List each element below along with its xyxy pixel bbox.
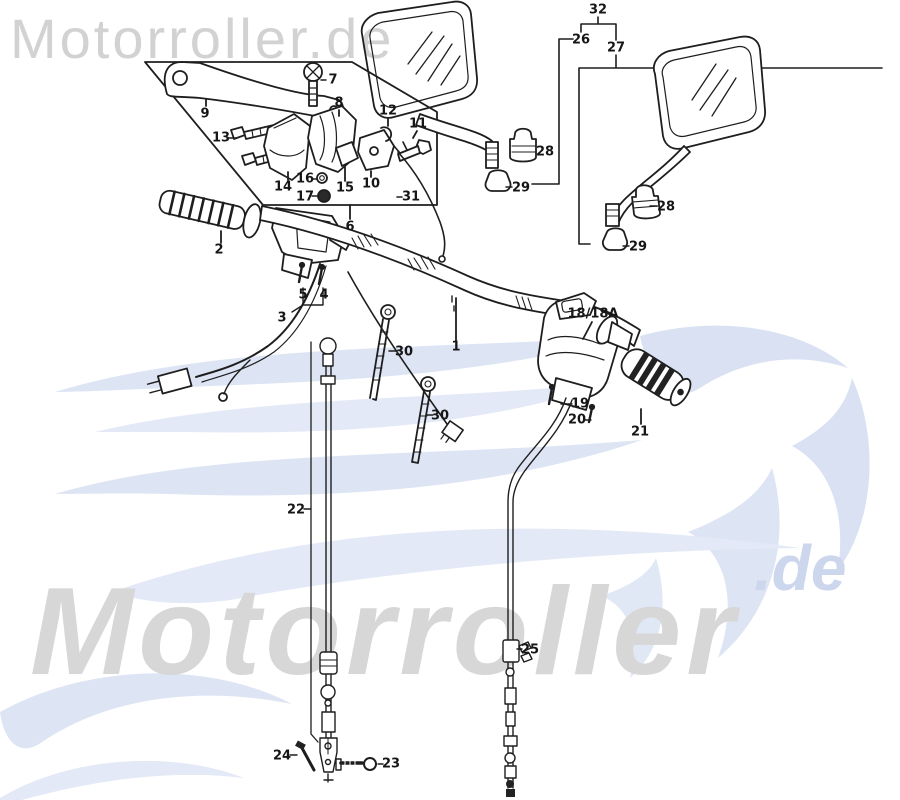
brake-lever — [163, 61, 345, 121]
callout-5-21: 5 — [298, 287, 308, 303]
parts-panel — [144, 61, 438, 220]
mirror-left — [360, 0, 537, 192]
callout-8-4: 8 — [334, 95, 344, 111]
callout-17-15: 17 — [295, 189, 315, 205]
watermark-main: Motorroller — [30, 563, 740, 701]
callout-30-26: 30 — [394, 344, 414, 360]
callout-19-27: 19 — [570, 396, 590, 412]
brake-cable — [289, 337, 384, 783]
callout-3-23: 3 — [277, 310, 287, 326]
callout-1-25: 1 — [451, 339, 461, 355]
callout-14-12: 14 — [273, 179, 293, 195]
callout-9-6: 9 — [200, 106, 210, 122]
callout-27-2: 27 — [606, 40, 626, 56]
callout-10-14: 10 — [361, 176, 381, 192]
callout-26-1: 26 — [571, 32, 591, 48]
callout-21-30: 21 — [630, 424, 650, 440]
watermark-suffix: .de — [754, 532, 846, 604]
throttle-cable — [502, 397, 573, 797]
callout-7-3: 7 — [328, 72, 338, 88]
callout-12-5: 12 — [378, 103, 398, 119]
callout-18-18A-24: 18/18A — [567, 306, 619, 322]
lever-bracket-parts — [263, 105, 432, 203]
callout-2-20: 2 — [214, 242, 224, 258]
grip-right — [595, 315, 692, 425]
callout-28-17: 28 — [656, 199, 676, 215]
callout-32-0: 32 — [588, 2, 608, 18]
mirror-right — [601, 35, 766, 251]
callout-16-11: 16 — [295, 171, 315, 187]
callout-30-28: 30 — [430, 408, 450, 424]
callout-13-8: 13 — [211, 130, 231, 146]
callout-25-32: 25 — [520, 642, 540, 658]
watermark-top-left: Motorroller.de — [10, 7, 394, 70]
callout-28-9: 28 — [535, 144, 555, 160]
callout-4-22: 4 — [319, 287, 329, 303]
grip-left — [158, 189, 262, 244]
wire-31 — [347, 141, 464, 444]
callout-20-29: 20 — [567, 412, 587, 428]
callout-15-13: 15 — [335, 180, 355, 196]
callout-11-7: 11 — [408, 116, 428, 132]
handlebar — [259, 205, 641, 347]
watermark-graphic — [0, 325, 870, 800]
screw-7 — [303, 62, 327, 107]
line-art — [144, 0, 883, 797]
callout-31-16: 31 — [401, 189, 421, 205]
callout-23-34: 23 — [381, 756, 401, 772]
screws-30 — [369, 304, 436, 464]
callout-22-31: 22 — [286, 502, 306, 518]
callout-24-33: 24 — [272, 748, 292, 764]
wire-harness — [146, 263, 327, 402]
callout-6-18: 6 — [345, 219, 355, 235]
callout-29-19: 29 — [628, 239, 648, 255]
switch-housing-right — [537, 292, 621, 424]
callout-29-10: 29 — [511, 180, 531, 196]
